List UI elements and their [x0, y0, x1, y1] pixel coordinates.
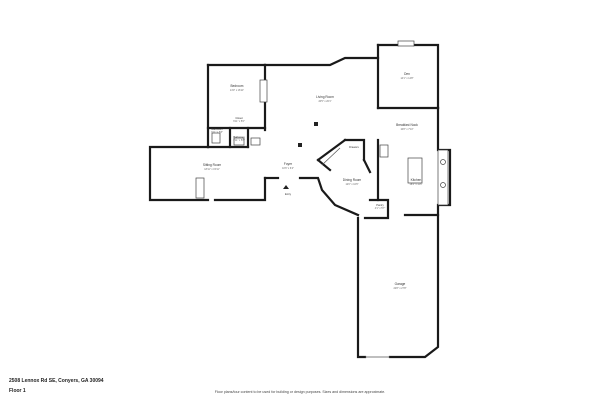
room-name-entry: Entry: [285, 192, 292, 196]
room-name-breakfast: Breakfast Nook: [396, 123, 418, 127]
room-name-bathroom-2: Bathroom: [233, 135, 244, 139]
room-labels: Bedroom 14'0" x 16'11" Closet 6'11" x 5'…: [203, 72, 423, 290]
room-name-drawers: Drawers: [349, 145, 359, 149]
room-name-bedroom: Bedroom: [231, 84, 244, 88]
room-name-den: Den: [404, 72, 410, 76]
room-dim-dining: 12'0" x 10'6": [345, 183, 358, 186]
room-dim-foyer: 10'6" x 6'4": [282, 167, 294, 170]
room-dim-breakfast: 10'8" x 7'10": [400, 128, 413, 131]
room-dim-garage: 22'8" x 27'8": [393, 287, 406, 290]
room-dim-kitchen: 18'4" x 11'6": [410, 183, 423, 186]
room-name-bathroom-1: Bathroom: [211, 127, 222, 131]
room-dim-bathroom-1: 6'11" x 5'8": [211, 131, 223, 134]
room-dim-sitting: 18'11" x 15'11": [204, 168, 220, 171]
room-dim-closet: 6'11" x 5'0": [233, 120, 245, 123]
room-name-living: Living Room: [316, 95, 334, 99]
disclaimer-text: Floor plans/tour content to be used for …: [214, 390, 386, 394]
room-dim-living: 20'5" x 20'1": [318, 100, 331, 103]
room-dim-bedroom: 14'0" x 16'11": [230, 89, 244, 92]
room-name-closet: Closet: [235, 116, 243, 120]
walls: [148, 43, 452, 359]
room-name-sitting: Sitting Room: [203, 163, 222, 167]
room-dim-pantry: 4'1" x 5'7": [375, 207, 386, 210]
property-address: 2508 Lennox Rd SE, Conyers, GA 30094: [9, 378, 104, 384]
floor-label: Floor 1: [9, 388, 26, 394]
room-name-garage: Garage: [395, 282, 406, 286]
room-name-kitchen: Kitchen: [411, 178, 422, 182]
room-dim-den: 14'1" x 14'8": [400, 77, 413, 80]
room-name-dining: Dining Room: [343, 178, 362, 182]
room-dim-bathroom-2: 6'11" x 5'8": [233, 139, 245, 142]
fixtures: [195, 40, 449, 358]
room-name-foyer: Foyer: [284, 162, 293, 166]
room-name-pantry: Pantry: [376, 203, 384, 207]
